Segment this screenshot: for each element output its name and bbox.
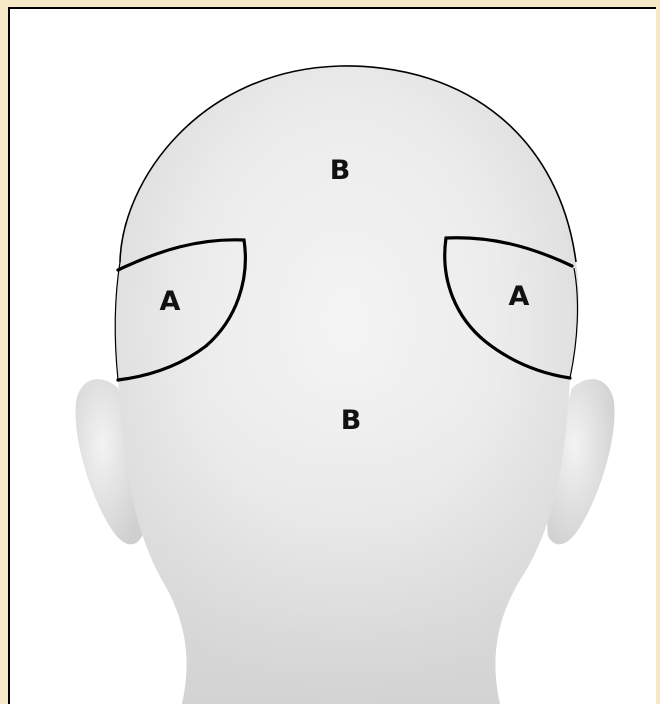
- region-label-a-left: A: [160, 286, 181, 317]
- region-label-b-top: B: [330, 155, 351, 186]
- region-label-a-right: A: [509, 281, 530, 312]
- region-label-b-bottom: B: [341, 405, 362, 436]
